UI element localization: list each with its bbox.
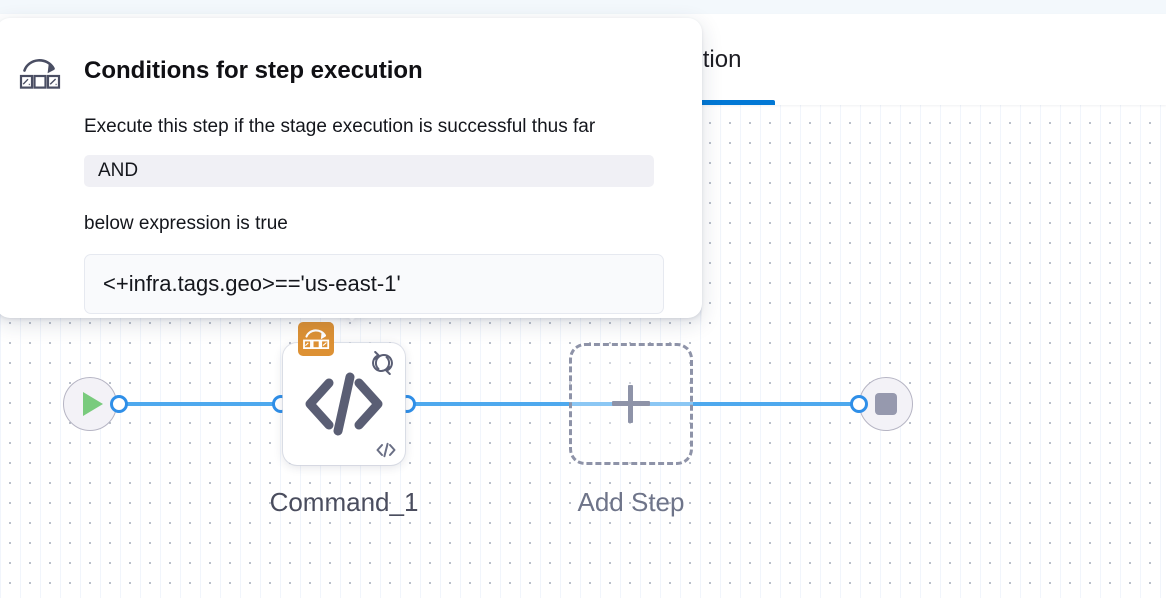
edge-start-to-command[interactable] [110,402,290,406]
edge-command-to-addstep[interactable] [398,402,638,406]
end-node[interactable] [859,377,913,431]
popover-body: Execute this step if the stage execution… [18,116,666,314]
plus-icon [612,385,650,423]
condition-badge[interactable] [298,322,334,356]
retry-loop-badge[interactable] [365,346,399,380]
step-node-command[interactable] [283,322,405,465]
step-node-command-label: Command_1 [269,487,419,517]
add-step-button[interactable] [569,343,693,465]
condition-description-1: Execute this step if the stage execution… [84,116,596,137]
command-shell-icon [303,329,330,349]
port-end-input[interactable] [850,395,868,413]
add-step-label: Add Step [577,487,685,517]
stop-icon [875,393,897,415]
command-shell-icon [18,54,62,94]
code-brackets-small-icon [375,441,397,459]
operator-field[interactable]: AND [84,154,654,187]
play-icon [83,392,103,416]
retry-loop-icon [371,351,393,375]
code-brackets-icon [283,343,405,465]
condition-description-2: below expression is true [84,212,288,234]
popover-header: Conditions for step execution [18,42,666,94]
conditions-popover: Conditions for step execution Execute th… [0,18,702,318]
edge-addstep-to-end[interactable] [630,402,870,406]
popover-title: Conditions for step execution [84,57,423,84]
expression-field[interactable]: <+infra.tags.geo>=='us-east-1' [84,253,664,314]
port-start-output[interactable] [110,395,128,413]
start-node[interactable] [63,377,117,431]
